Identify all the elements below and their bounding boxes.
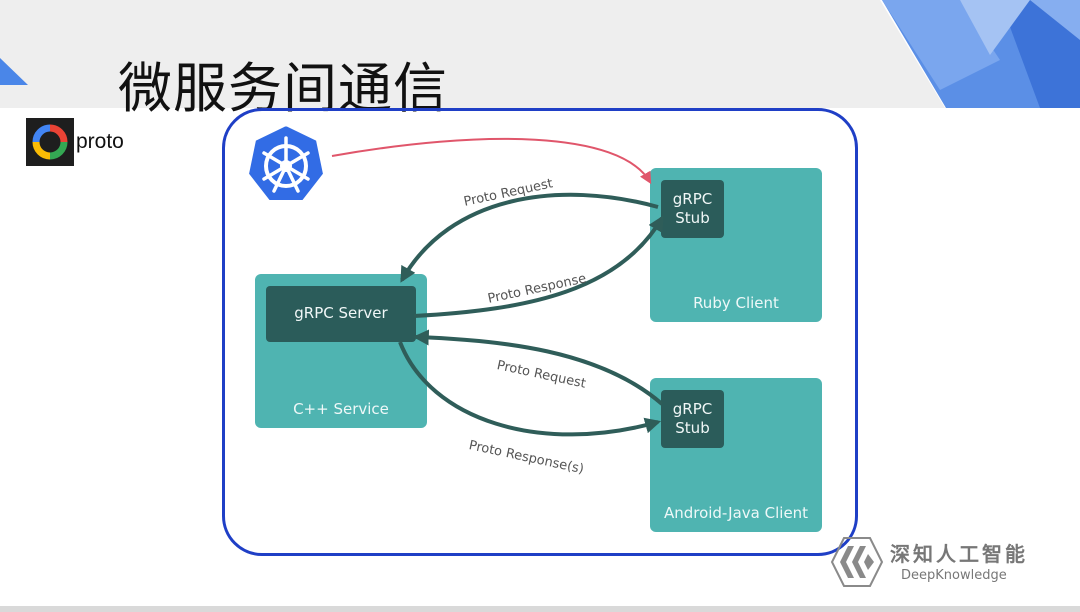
android-stub-box: gRPC Stub — [661, 390, 724, 448]
ruby-stub-label-line1: gRPC — [672, 189, 713, 208]
android-stub-label-line2: Stub — [675, 419, 710, 437]
android-client-box: gRPC Stub Android-Java Client — [650, 378, 822, 532]
k8s-to-ruby-arrow — [331, 137, 652, 185]
diagram-frame — [222, 108, 858, 556]
watermark-name-en: DeepKnowledge — [901, 568, 1007, 583]
ruby-stub-label-line2: Stub — [675, 209, 710, 227]
ruby-stub-box: gRPC Stub — [661, 180, 724, 238]
kubernetes-icon — [246, 123, 326, 202]
ruby-client-box: gRPC Stub Ruby Client — [650, 168, 822, 322]
android-request-arrow — [412, 329, 664, 406]
ruby-response-arrow — [413, 215, 664, 318]
proto-label: proto — [76, 130, 124, 153]
deepknowledge-logo-icon — [830, 537, 884, 587]
watermark-name-cn: 深知人工智能 — [890, 542, 1028, 566]
grpc-server-label: gRPC Server — [294, 304, 388, 323]
cpp-service-label: C++ Service — [293, 400, 389, 418]
cpp-service-box: gRPC Server C++ Service — [255, 274, 427, 428]
proto-logo-icon — [26, 118, 74, 166]
android-response-arrow — [398, 341, 662, 437]
ruby-client-label: Ruby Client — [693, 294, 779, 312]
android-client-label: Android-Java Client — [663, 504, 809, 522]
page-title: 微服务间通信 — [118, 57, 448, 120]
ruby-request-arrow — [400, 192, 659, 283]
grpc-server-box: gRPC Server — [266, 286, 416, 342]
android-stub-label-line1: gRPC — [672, 399, 713, 418]
